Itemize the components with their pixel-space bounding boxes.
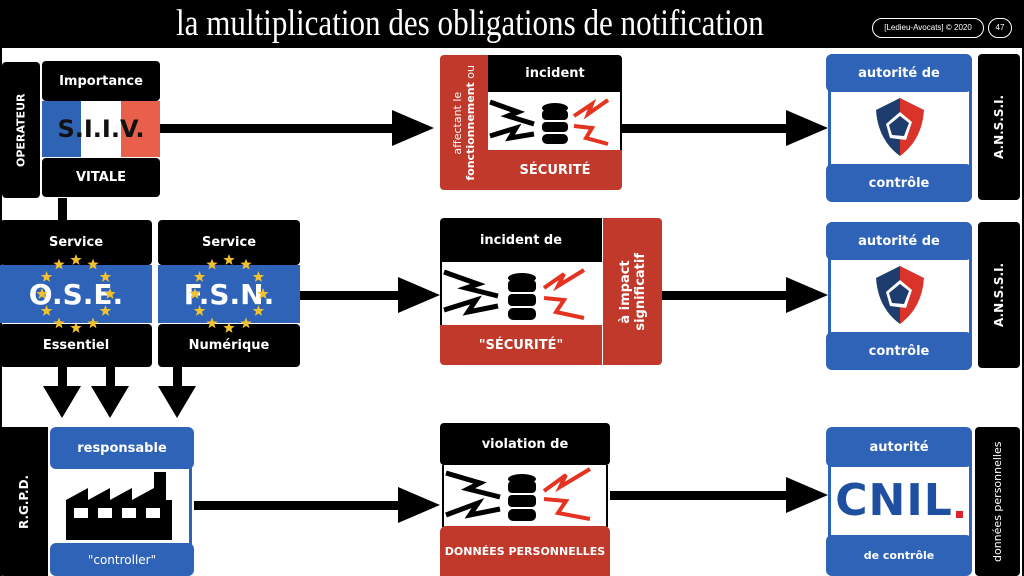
arrow-head-icon [786,477,828,513]
side-text-3: ou [464,64,477,79]
ose-bottom: Essentiel [0,324,152,367]
page-number: 47 [988,18,1012,38]
incident2-title: incident de [440,218,602,262]
down-arrow-shaft [58,367,67,387]
database-attack-icon [489,98,610,146]
database-attack-icon [445,467,592,521]
down-arrow-icon [91,386,129,418]
arrow-row1-a [160,124,396,133]
page-title: la multiplication des obligations de not… [176,3,764,44]
arrow-row1-b [622,124,790,133]
arrow-row2-b [662,291,790,300]
down-arrow-icon [158,386,196,418]
french-flag [42,101,160,157]
breach-illustration [440,262,602,325]
siiv-bottom: VITALE [42,158,160,197]
anssi-label: A.N.S.S.I. [978,54,1020,200]
fsn-top: Service [158,220,300,265]
authority-top: autorité de [826,54,972,92]
connector [58,198,67,220]
database-attack-icon [443,268,586,320]
arrow-head-icon [392,110,434,146]
anssi-shield-icon [876,266,924,324]
arrow-head-icon [786,277,828,313]
arrow-row3-b [610,491,790,500]
ose-top: Service [0,220,152,265]
breach-illustration [488,92,622,150]
side-text-2: significatif [632,252,648,331]
side-text-1: affectant le [451,91,464,154]
siiv-label: S.I.I.V. [57,115,145,143]
breach-illustration [442,465,608,527]
violation-footer: DONNÉES PERSONNELLES [440,526,610,576]
anssi2-label: A.N.S.S.I. [978,222,1020,368]
side-text-1: à impact [617,259,633,324]
operateur-label: OPERATEUR [2,62,40,198]
authority2-top: autorité de [826,222,972,260]
donnees-personnelles-label: données personnelles [975,427,1020,576]
arrow-row2-a [300,291,400,300]
authority-bottom: contrôle [826,164,972,202]
anssi-shield-icon [876,98,924,156]
cnil-logo-text: CNIL [835,474,953,526]
siiv-top: Importance [42,61,160,101]
fsn-bottom: Numérique [158,324,300,367]
incident-footer: SÉCURITÉ [488,150,622,190]
responsable-bottom: "controller" [50,543,194,576]
rgpd-label: R.G.P.D. [0,427,48,576]
side-text-2: fonctionnement [464,81,477,181]
cnil-bottom: de contrôle [826,535,972,576]
down-arrow-shaft [173,367,182,387]
down-arrow-shaft [106,367,115,387]
authority2-bottom: contrôle [826,332,972,370]
cnil-dot [955,510,963,518]
responsable-top: responsable [50,427,194,469]
fsn-label: F.S.N. [158,265,300,323]
arrow-row3-a [194,501,400,510]
incident-title: incident [488,55,622,92]
cnil-logo: CNIL [834,470,964,530]
cnil-top: autorité [826,427,972,467]
violation-title: violation de [440,423,610,465]
incident2-footer: "SÉCURITÉ" [440,325,602,365]
arrow-head-icon [786,110,828,146]
ose-label: O.S.E. [0,265,152,323]
arrow-head-icon [398,487,440,523]
credit-badge: [Ledieu-Avocats] © 2020 [872,18,984,38]
arrow-head-icon [398,277,440,313]
factory-icon [66,472,172,540]
down-arrow-icon [43,386,81,418]
